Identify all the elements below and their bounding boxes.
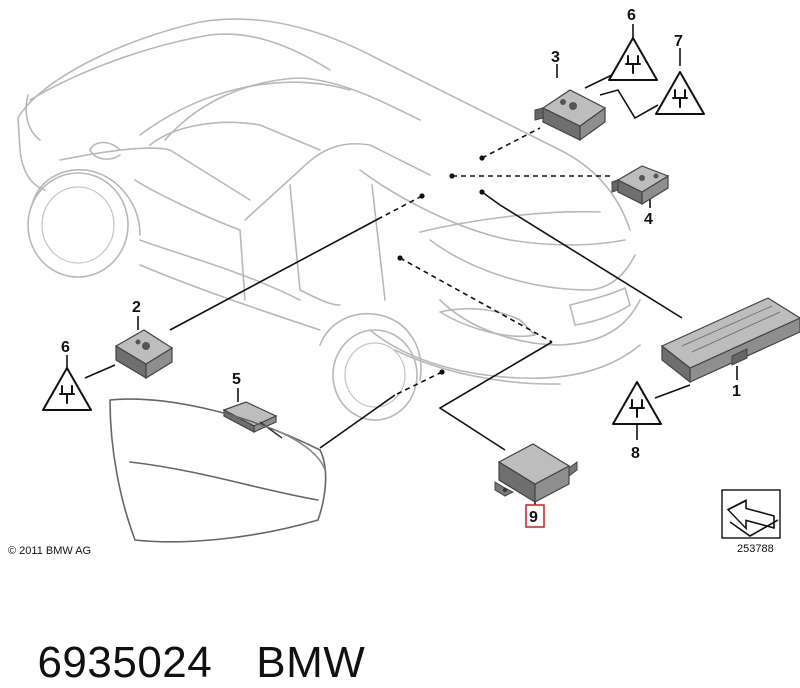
part-number: 6935024 (37, 638, 213, 687)
callout-3[interactable]: 3 (551, 49, 560, 66)
warning-antenna-icon (608, 37, 658, 81)
callout-6-left[interactable]: 6 (61, 339, 70, 356)
leader-lines (66, 24, 738, 505)
antenna-film (109, 398, 327, 543)
callout-numbers: 1 2 3 4 5 6 6 7 8 (61, 7, 741, 462)
highlight-box (525, 504, 545, 528)
part-2-module[interactable] (114, 329, 174, 380)
part-4-module[interactable] (611, 165, 670, 206)
callout-1[interactable]: 1 (732, 383, 741, 400)
direction-arrow-icon (721, 489, 781, 539)
brand-name: BMW (256, 638, 366, 687)
car-outline (17, 18, 641, 421)
part-caption: 6935024 BMW (12, 588, 365, 688)
callout-9-highlighted[interactable]: 9 (525, 504, 545, 528)
callout-4[interactable]: 4 (644, 211, 653, 228)
warning-antenna-icon (612, 381, 662, 425)
callout-8[interactable]: 8 (631, 445, 640, 462)
copyright-text: © 2011 BMW AG (8, 545, 91, 557)
callout-7[interactable]: 7 (674, 33, 683, 50)
part-3-module[interactable] (534, 89, 607, 142)
warning-antenna-icon (42, 367, 92, 411)
callout-5[interactable]: 5 (232, 371, 241, 388)
callout-9[interactable]: 9 (529, 509, 538, 526)
callout-6-top[interactable]: 6 (627, 7, 636, 24)
part-5-antenna-bracket[interactable] (222, 401, 283, 439)
part-9-sensor[interactable] (494, 443, 578, 504)
parts-diagram: 1 2 3 4 5 6 6 7 8 9 © 2011 BMW AG 253788 (8, 7, 800, 557)
callout-2[interactable]: 2 (132, 299, 141, 316)
part-1-control-unit[interactable] (660, 297, 800, 384)
warning-antenna-icon (655, 71, 705, 115)
diagram-number: 253788 (737, 543, 774, 555)
